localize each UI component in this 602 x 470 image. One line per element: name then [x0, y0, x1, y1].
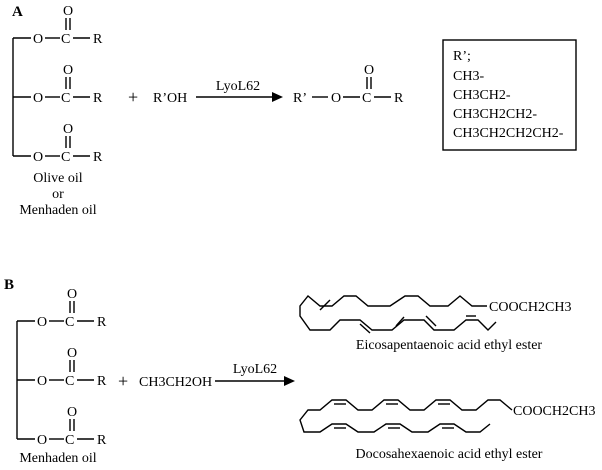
- reaction-arrow: [196, 92, 283, 102]
- ester-r-group: R: [93, 150, 103, 165]
- legend-entry: CH3CH2CH2-: [453, 107, 537, 122]
- panel-b-label: B: [4, 277, 14, 293]
- panel-a-label: A: [12, 4, 23, 20]
- ester-oxygen: O: [33, 91, 43, 106]
- legend-entry: CH3CH2-: [453, 88, 511, 103]
- ester-r-group: R: [97, 433, 107, 448]
- ester-carbon: C: [61, 32, 70, 47]
- plus-sign: +: [128, 87, 138, 107]
- catalyst-label: LyoL62: [216, 79, 260, 94]
- ester-oxygen: O: [37, 315, 47, 330]
- panel-a-triglyceride: O C O R O C O R O C O R: [12, 4, 103, 165]
- plus-sign: +: [118, 371, 128, 391]
- ester-r-group: R: [93, 91, 103, 106]
- ester-r-group: R: [93, 32, 103, 47]
- legend-entry: CH3CH2CH2CH2-: [453, 126, 564, 141]
- panel-b-triglyceride: O C O R O C O R O C O R: [16, 287, 107, 448]
- ester-carbon: C: [65, 374, 74, 389]
- ester-oxygen: O: [37, 374, 47, 389]
- carbonyl-oxygen: O: [63, 122, 73, 137]
- ester-r-group: R: [97, 315, 107, 330]
- legend-entry: R’;: [453, 49, 471, 64]
- source-line-1: Olive oil: [33, 171, 82, 186]
- carbonyl-oxygen: O: [67, 287, 77, 302]
- product-oxygen: O: [331, 91, 341, 106]
- source-line-2: or: [52, 187, 64, 202]
- ester-oxygen: O: [33, 32, 43, 47]
- product-ester: R’ O C O R: [293, 63, 404, 106]
- carbonyl-oxygen: O: [67, 405, 77, 420]
- carbonyl-oxygen: O: [63, 63, 73, 78]
- dha-ester-group: COOCH2CH3: [513, 404, 595, 419]
- alcohol-reagent: R’OH: [153, 91, 187, 106]
- ester-carbon: C: [65, 315, 74, 330]
- epa-ester-group: COOCH2CH3: [489, 300, 571, 315]
- ester-carbon: C: [61, 150, 70, 165]
- product-carbon: C: [362, 91, 371, 106]
- source-line-3: Menhaden oil: [19, 203, 96, 218]
- dha-ethyl-ester-structure: [299, 399, 513, 433]
- ester-carbon: C: [65, 433, 74, 448]
- epa-ethyl-ester-structure: [299, 295, 497, 334]
- catalyst-label: LyoL62: [233, 362, 277, 377]
- epa-name: Eicosapentaenoic acid ethyl ester: [356, 338, 543, 353]
- ester-oxygen: O: [33, 150, 43, 165]
- reaction-arrow: [215, 376, 295, 386]
- product-r-prime: R’: [293, 91, 307, 106]
- dha-name: Docosahexaenoic acid ethyl ester: [356, 447, 543, 462]
- ethanol-reagent: CH3CH2OH: [139, 375, 212, 390]
- product-carbonyl-oxygen: O: [364, 63, 374, 78]
- legend-entry: CH3-: [453, 69, 484, 84]
- r-prime-legend-box: R’; CH3- CH3CH2- CH3CH2CH2- CH3CH2CH2CH2…: [442, 39, 577, 151]
- ester-oxygen: O: [37, 433, 47, 448]
- product-r-group: R: [394, 91, 404, 106]
- carbonyl-oxygen: O: [67, 346, 77, 361]
- panel-b-source: Menhaden oil: [19, 451, 96, 466]
- ester-carbon: C: [61, 91, 70, 106]
- ester-r-group: R: [97, 374, 107, 389]
- carbonyl-oxygen: O: [63, 4, 73, 19]
